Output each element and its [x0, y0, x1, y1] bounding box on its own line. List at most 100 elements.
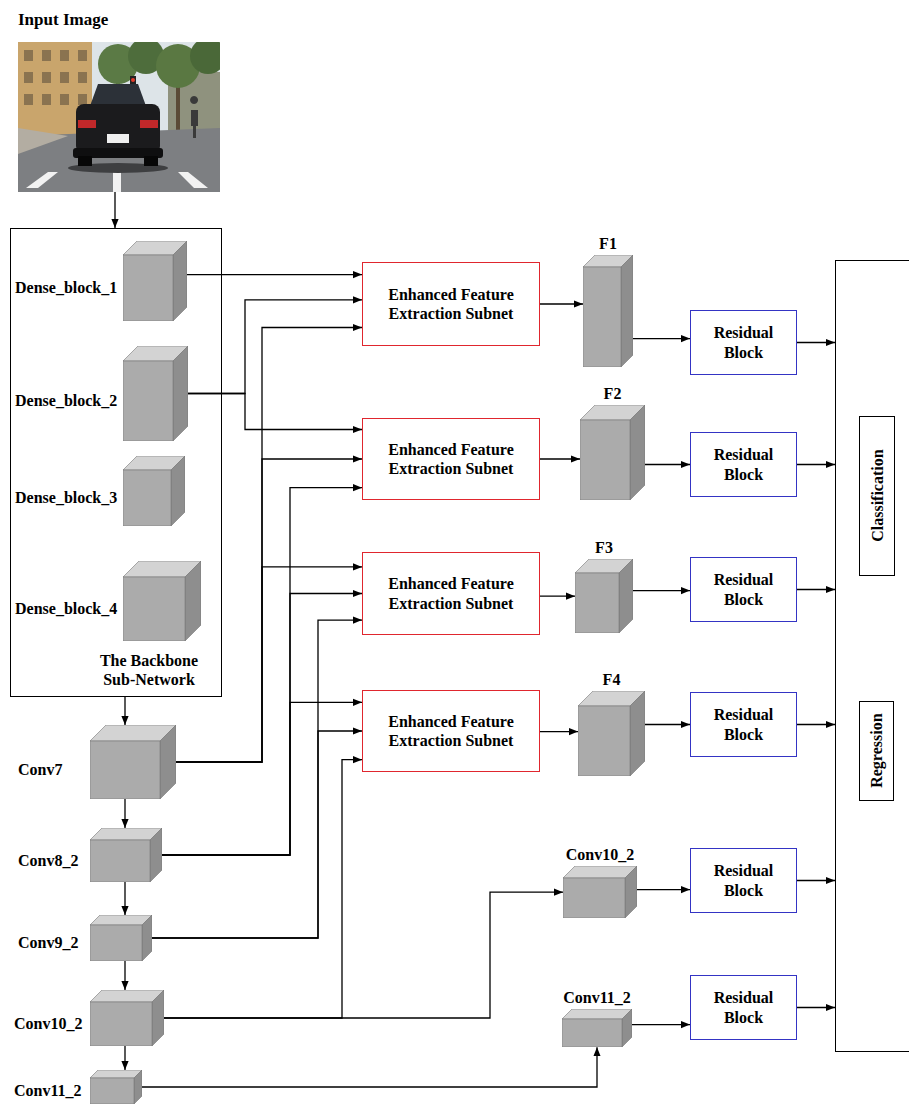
cube-face [90, 840, 150, 882]
connector-arrow [124, 882, 125, 915]
tree-crown [190, 42, 220, 74]
connector-arrow [176, 567, 362, 762]
node-label: Conv11_2 [14, 1081, 82, 1100]
connector-arrow [797, 1007, 835, 1008]
node-label: Dense_block_4 [15, 599, 117, 618]
dense-block: Dense_block_4 [15, 561, 201, 641]
car-tail-light [140, 120, 158, 128]
cube-shape [123, 456, 185, 526]
node-label: Conv10_2 [566, 845, 634, 864]
conv-layer: Conv11_2 [562, 988, 632, 1047]
feature-map: F4 [578, 670, 645, 776]
cube-face [90, 1070, 142, 1078]
road [18, 128, 220, 192]
car-plate [107, 134, 129, 143]
connector-arrow [187, 274, 362, 275]
cube-face [622, 1009, 632, 1047]
cube-shape [123, 346, 188, 441]
cube-face [173, 346, 188, 441]
cube-face [142, 915, 152, 961]
node-label: Residual Block [697, 323, 790, 361]
connector-arrow [797, 880, 835, 881]
conv-layer: Conv11_2 [14, 1070, 142, 1104]
node-label: Enhanced Feature Extraction Subnet [369, 574, 533, 612]
cube-shape [123, 561, 201, 641]
connector-group [115, 192, 835, 1087]
subnet-box: Enhanced Feature Extraction Subnet [362, 690, 540, 772]
dense-block: Dense_block_3 [15, 456, 185, 526]
street-photo [18, 42, 220, 192]
connector-arrow [124, 697, 125, 725]
cube-face [123, 361, 173, 441]
cube-holder [123, 241, 187, 321]
conv-layer: Conv10_2 [14, 990, 164, 1046]
cube-holder [90, 990, 164, 1046]
backbone-frame: The Backbone Sub-NetworkDense_block_1Den… [10, 228, 222, 697]
connector-arrow [633, 338, 690, 339]
cube-holder [123, 561, 201, 641]
dense-block: Dense_block_1 [15, 241, 187, 321]
subnet-box: Enhanced Feature Extraction Subnet [362, 418, 540, 500]
node-label: Residual Block [697, 988, 790, 1026]
cube-shape [578, 691, 645, 776]
cube-shape [575, 559, 633, 633]
cube-face [123, 577, 185, 641]
node-label: Classification [867, 450, 886, 542]
cube-face [160, 725, 176, 799]
traffic-light-lamp [131, 78, 135, 82]
cube-face [630, 691, 645, 776]
connector-arrow [540, 458, 580, 459]
cube-face [90, 1078, 134, 1104]
cube-face [173, 241, 187, 321]
cube-face [90, 741, 160, 799]
node-label: F1 [599, 234, 617, 253]
cube-face [90, 915, 152, 925]
car-wheel [78, 156, 92, 166]
cube-face [575, 573, 619, 633]
road-markings [26, 170, 208, 192]
cube-face [619, 559, 633, 633]
connector-arrow [188, 394, 362, 430]
cube-holder [123, 456, 185, 526]
cube-holder [90, 915, 152, 961]
cube-face [123, 255, 173, 321]
feature-map: F1 [583, 234, 633, 367]
cube-face [562, 1019, 622, 1047]
car-rear-window [90, 84, 146, 106]
node-label: Conv10_2 [14, 1014, 82, 1033]
cube-holder [90, 725, 176, 799]
residual-block: Residual Block [690, 692, 797, 757]
cube-face [90, 990, 164, 1002]
connector-arrow [632, 1024, 690, 1025]
cube-face [630, 405, 645, 500]
connector-arrow [162, 702, 362, 855]
connector-arrow [540, 303, 583, 304]
cube-shape [583, 255, 633, 367]
cube-holder [583, 255, 633, 367]
building-windows [24, 50, 87, 105]
cube-shape [90, 990, 164, 1046]
node-label: Conv9_2 [18, 933, 78, 952]
connector-arrow [645, 724, 690, 725]
car-tail-light [78, 120, 96, 128]
head-box: Regression [859, 701, 894, 801]
subnet-box: Enhanced Feature Extraction Subnet [362, 262, 540, 346]
cube-holder [562, 1009, 632, 1047]
cube-shape [562, 1009, 632, 1047]
cube-face [150, 828, 162, 882]
connector-arrow [540, 596, 575, 597]
head-box: Classification [859, 416, 895, 576]
residual-block: Residual Block [690, 848, 797, 913]
connector-arrow [797, 342, 835, 343]
subnet-box: Enhanced Feature Extraction Subnet [362, 552, 540, 635]
cube-face [152, 990, 164, 1046]
cube-holder [123, 346, 188, 441]
connector-arrow [114, 192, 115, 228]
cube-face [563, 878, 625, 918]
cube-shape [90, 1070, 142, 1104]
cube-holder [580, 405, 645, 500]
node-label: Residual Block [697, 705, 790, 743]
cube-holder [563, 866, 637, 918]
cube-face [90, 1002, 152, 1046]
